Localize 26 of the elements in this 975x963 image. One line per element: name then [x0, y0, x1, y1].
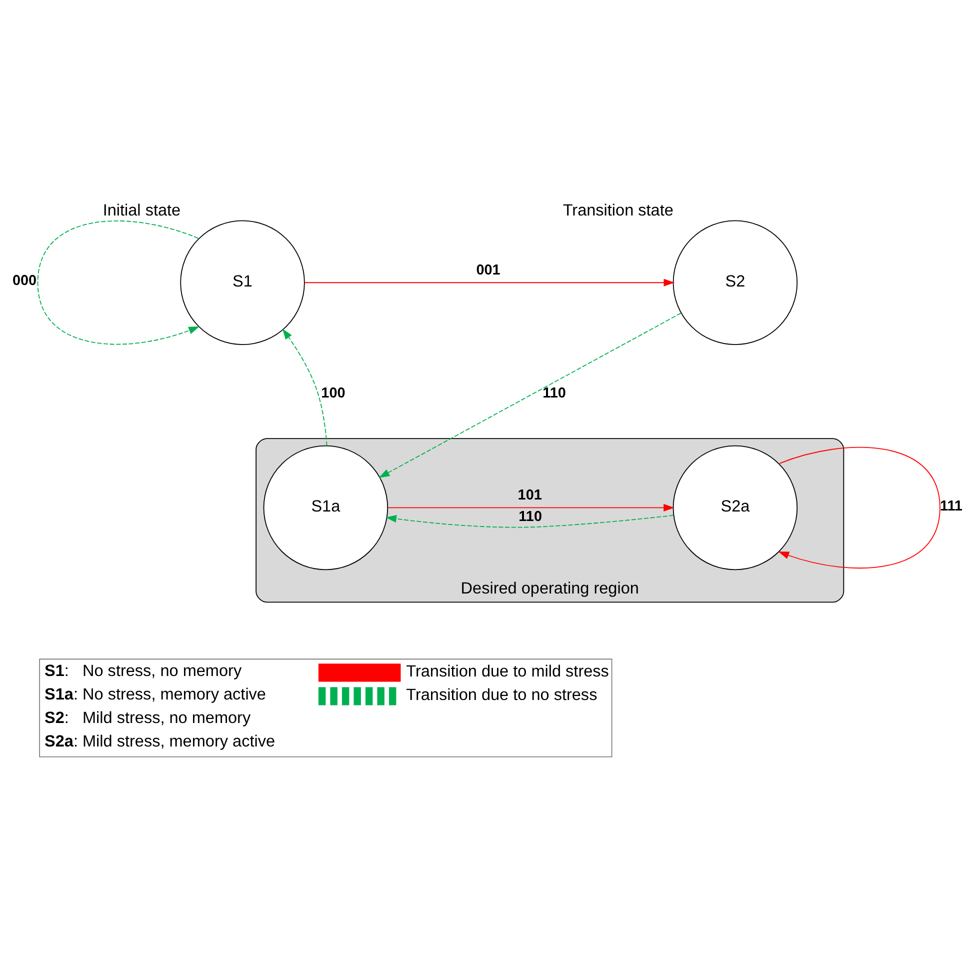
- node-circle: S1: [180, 220, 305, 345]
- arrow: [386, 514, 674, 528]
- arrow: [37, 220, 200, 345]
- arrow: [304, 278, 675, 286]
- node-circle: S2a: [672, 445, 798, 570]
- edge-label: 110: [542, 386, 566, 402]
- arrow: [378, 312, 682, 478]
- arrow: [282, 328, 328, 446]
- edge-label: 111: [940, 498, 962, 514]
- edge-label: 100: [321, 386, 346, 402]
- legend-label: Transition due to no stress: [406, 686, 598, 704]
- label: S2: Mild stress, no memory: [44, 708, 251, 727]
- edge-label: 101: [518, 487, 542, 504]
- label: S1a: No stress, memory active: [44, 685, 266, 704]
- node-circle: S2: [672, 220, 798, 345]
- label: S2a: Mild stress, memory active: [44, 732, 276, 750]
- node-label: Transition state: [562, 202, 674, 220]
- edge-label: 001: [476, 262, 500, 278]
- node-label: Initial state: [102, 202, 181, 220]
- arrow: [778, 447, 940, 569]
- edge-label: 110: [518, 509, 542, 526]
- node-circle: S1a: [263, 445, 388, 570]
- edge-label: 000: [12, 273, 37, 290]
- label: S1: No stress, no memory: [44, 662, 242, 680]
- arrow: [387, 504, 674, 512]
- legend-label: Transition due to mild stress: [406, 662, 609, 681]
